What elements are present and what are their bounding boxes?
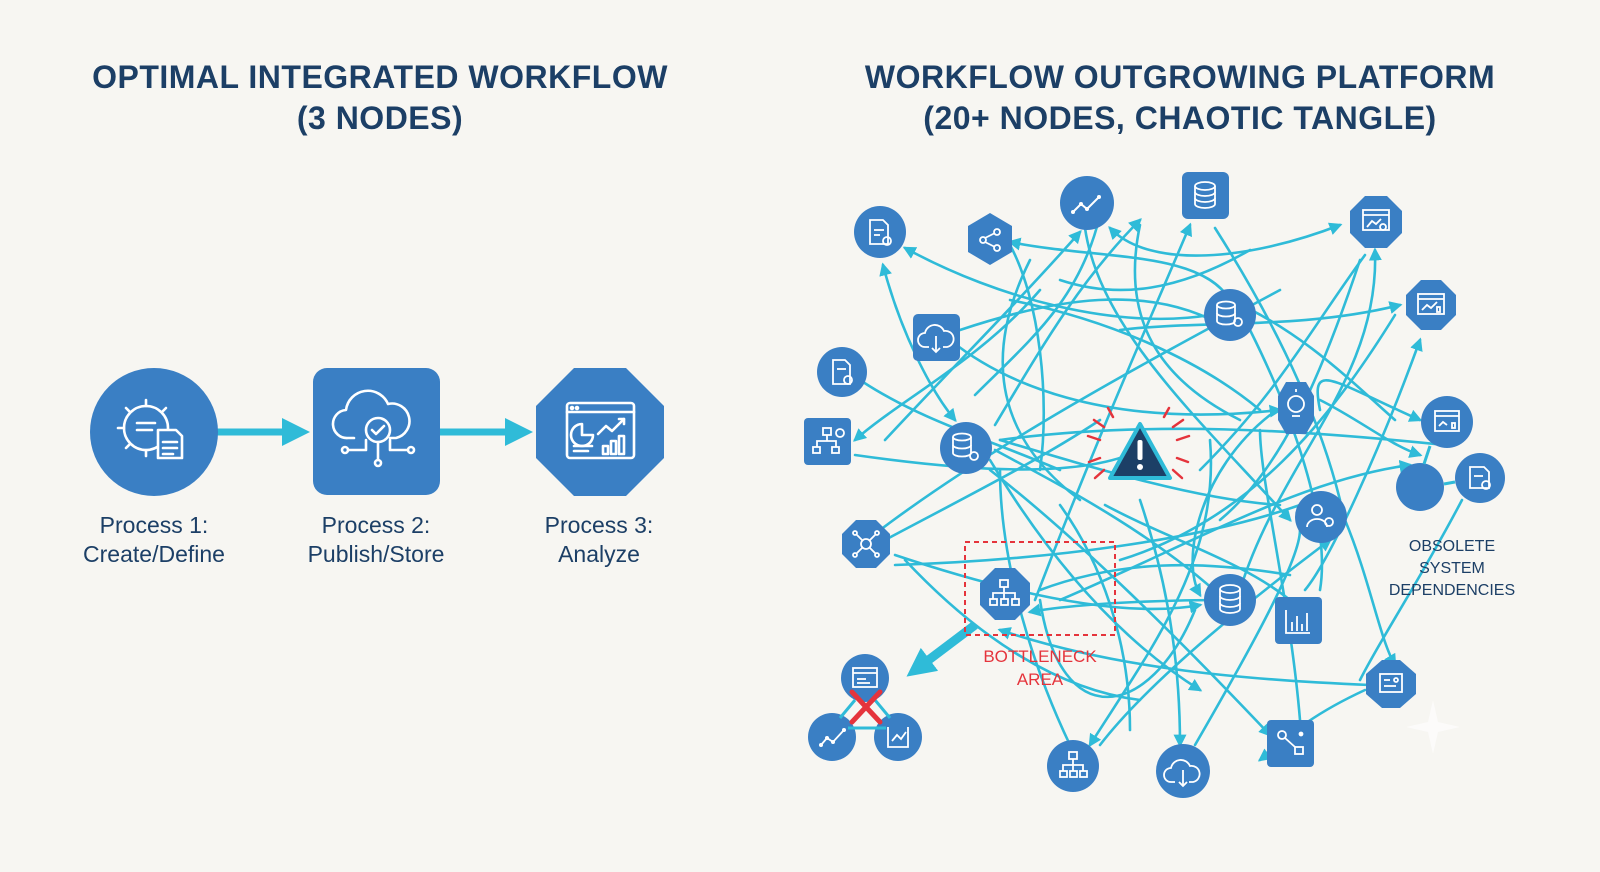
database-node-upper [1204,289,1256,341]
process-2-label: Process 2: Publish/Store [276,511,476,569]
obsolete-cluster-links [1422,445,1456,486]
process-2-node [313,368,440,495]
cloud-check-icon [331,389,416,468]
process-2-label-line2: Publish/Store [307,541,445,567]
user-settings-node [1295,491,1347,543]
left-panel-title: OPTIMAL INTEGRATED WORKFLOW (3 NODES) [40,57,720,139]
flow-arrow-1-2 [217,418,310,446]
bottleneck-outflow-arrow [906,621,978,677]
hierarchy-node-left [804,418,851,465]
bottleneck-hierarchy-node [980,568,1030,620]
obsolete-label-line1: OBSOLETE [1408,538,1496,555]
bottleneck-label: BOTTLENECK AREA [960,645,1120,691]
process-2-label-line1: Process 2: [321,512,431,538]
tangled-connections [853,213,1464,762]
process-3-label-line1: Process 3: [544,512,654,538]
terminal-node-obsolete [841,654,889,702]
right-title-line1: WORKFLOW OUTGROWING PLATFORM [864,59,1496,95]
org-chart-node-bottom [1047,740,1099,792]
flow-shapes-node [1267,720,1314,767]
dashboard-node-right [1406,280,1456,330]
right-panel-title: WORKFLOW OUTGROWING PLATFORM (20+ NODES,… [810,57,1550,139]
alert-warning [1086,406,1191,480]
obsolete-label-line2: SYSTEM [1419,560,1485,577]
broken-link-cross [838,689,892,730]
database-node-top [1182,172,1229,219]
settings-panel-node [1366,660,1416,708]
optimal-workflow [90,368,664,496]
process-1-label-line1: Process 1: [99,512,209,538]
process-3-label: Process 3: Analyze [499,511,699,569]
cloud-download-node [913,314,960,361]
flow-arrow-2-3 [440,418,533,446]
left-title-line2: (3 NODES) [296,100,464,136]
document-check-node [817,347,867,397]
sparkle-icon [1406,700,1460,754]
document-settings-node [854,206,906,258]
bottleneck-label-line2: AREA [1016,670,1064,689]
database-node-lower [1204,574,1256,626]
left-title-line1: OPTIMAL INTEGRATED WORKFLOW [92,59,668,95]
process-3-label-line2: Analyze [558,541,640,567]
trend-line-node [1060,176,1114,230]
network-node-left [842,520,890,568]
dashboard-chart-icon [565,401,636,460]
gear-document-icon [116,398,184,460]
cloud-download-node-bottom [1156,744,1210,798]
process-1-label: Process 1: Create/Define [54,511,254,569]
process-3-node [536,368,664,496]
obsolete-label-line3: DEPENDENCIES [1388,582,1516,599]
trend-node-obsolete [808,713,856,761]
share-node [968,213,1012,265]
database-search-node [940,422,992,474]
dashboard-node-obsolete-1 [1421,396,1473,448]
bottleneck-box [964,541,1116,636]
right-title-line2: (20+ NODES, CHAOTIC TANGLE) [923,100,1437,136]
obsolete-dependencies-label: OBSOLETE SYSTEM DEPENDENCIES [1376,536,1528,602]
process-1-label-line2: Create/Define [83,541,225,567]
bar-chart-node [1275,597,1322,644]
tangle-nodes [804,172,1505,798]
bottleneck-label-line1: BOTTLENECK [983,647,1097,666]
blank-node-obsolete [1396,463,1444,511]
document-clock-node-obsolete [1455,453,1505,503]
dashboard-node-top-right [1350,196,1402,248]
chart-node-obsolete [874,713,922,761]
lightbulb-node [1278,382,1314,434]
process-1-node [90,368,218,496]
